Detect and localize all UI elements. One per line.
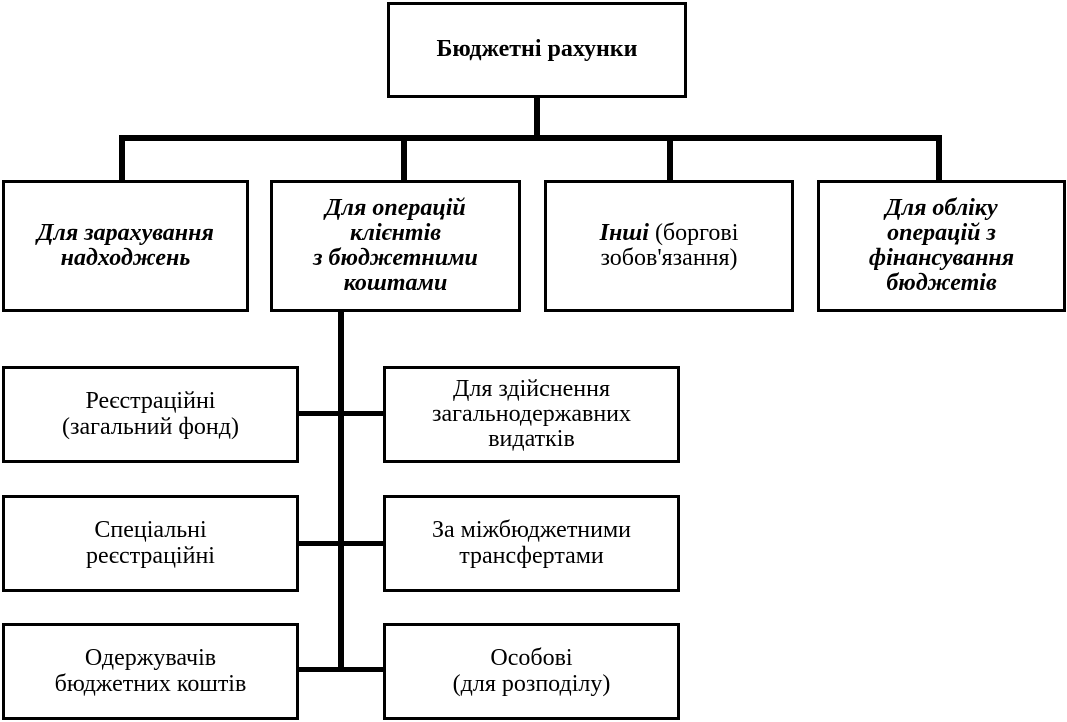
personal-box: Особові (для розподілу): [383, 623, 680, 720]
root-box: Бюджетні рахунки: [387, 2, 687, 98]
interbudget-transfers-box: За міжбюджетними трансфертами: [383, 495, 680, 592]
drop-2: [401, 138, 407, 181]
financing-label: Для обліку операцій з фінансування бюдже…: [868, 194, 1015, 297]
level1-bus: [119, 135, 942, 141]
registration-label: Реєстраційні (загальний фонд): [62, 388, 239, 440]
root-stem: [534, 96, 540, 138]
drop-4: [936, 138, 942, 181]
branch-3: [297, 667, 385, 672]
receipts-label: Для зарахування надходжень: [37, 219, 214, 271]
recipients-box: Одержувачів бюджетних коштів: [2, 623, 299, 720]
state-expenditure-box: Для здійснення загальнодержавних видаткі…: [383, 366, 680, 463]
drop-1: [119, 138, 125, 181]
financing-box: Для обліку операцій з фінансування бюдже…: [817, 180, 1066, 312]
drop-3: [667, 138, 673, 181]
special-registration-box: Спеціальні реєстраційні: [2, 495, 299, 592]
interbudget-transfers-label: За міжбюджетними трансфертами: [431, 517, 632, 569]
receipts-box: Для зарахування надходжень: [2, 180, 249, 312]
other-label-rest: (боргові зобов'язання): [600, 219, 739, 271]
client-operations-label: Для операцій клієнтів з бюджетними кошта…: [313, 194, 478, 297]
other-label: Інші (боргові зобов'язання): [599, 219, 739, 271]
branch-2: [297, 541, 385, 546]
root-label: Бюджетні рахунки: [436, 36, 638, 63]
recipients-label: Одержувачів бюджетних коштів: [54, 645, 247, 697]
personal-label: Особові (для розподілу): [452, 645, 611, 697]
client-operations-box: Для операцій клієнтів з бюджетними кошта…: [270, 180, 521, 312]
registration-box: Реєстраційні (загальний фонд): [2, 366, 299, 463]
other-label-bold: Інші: [599, 219, 649, 246]
special-registration-label: Спеціальні реєстраційні: [86, 517, 215, 569]
clients-trunk: [338, 312, 344, 671]
other-box: Інші (боргові зобов'язання): [544, 180, 794, 312]
branch-1: [297, 411, 385, 416]
state-expenditure-label: Для здійснення загальнодержавних видаткі…: [431, 375, 632, 453]
